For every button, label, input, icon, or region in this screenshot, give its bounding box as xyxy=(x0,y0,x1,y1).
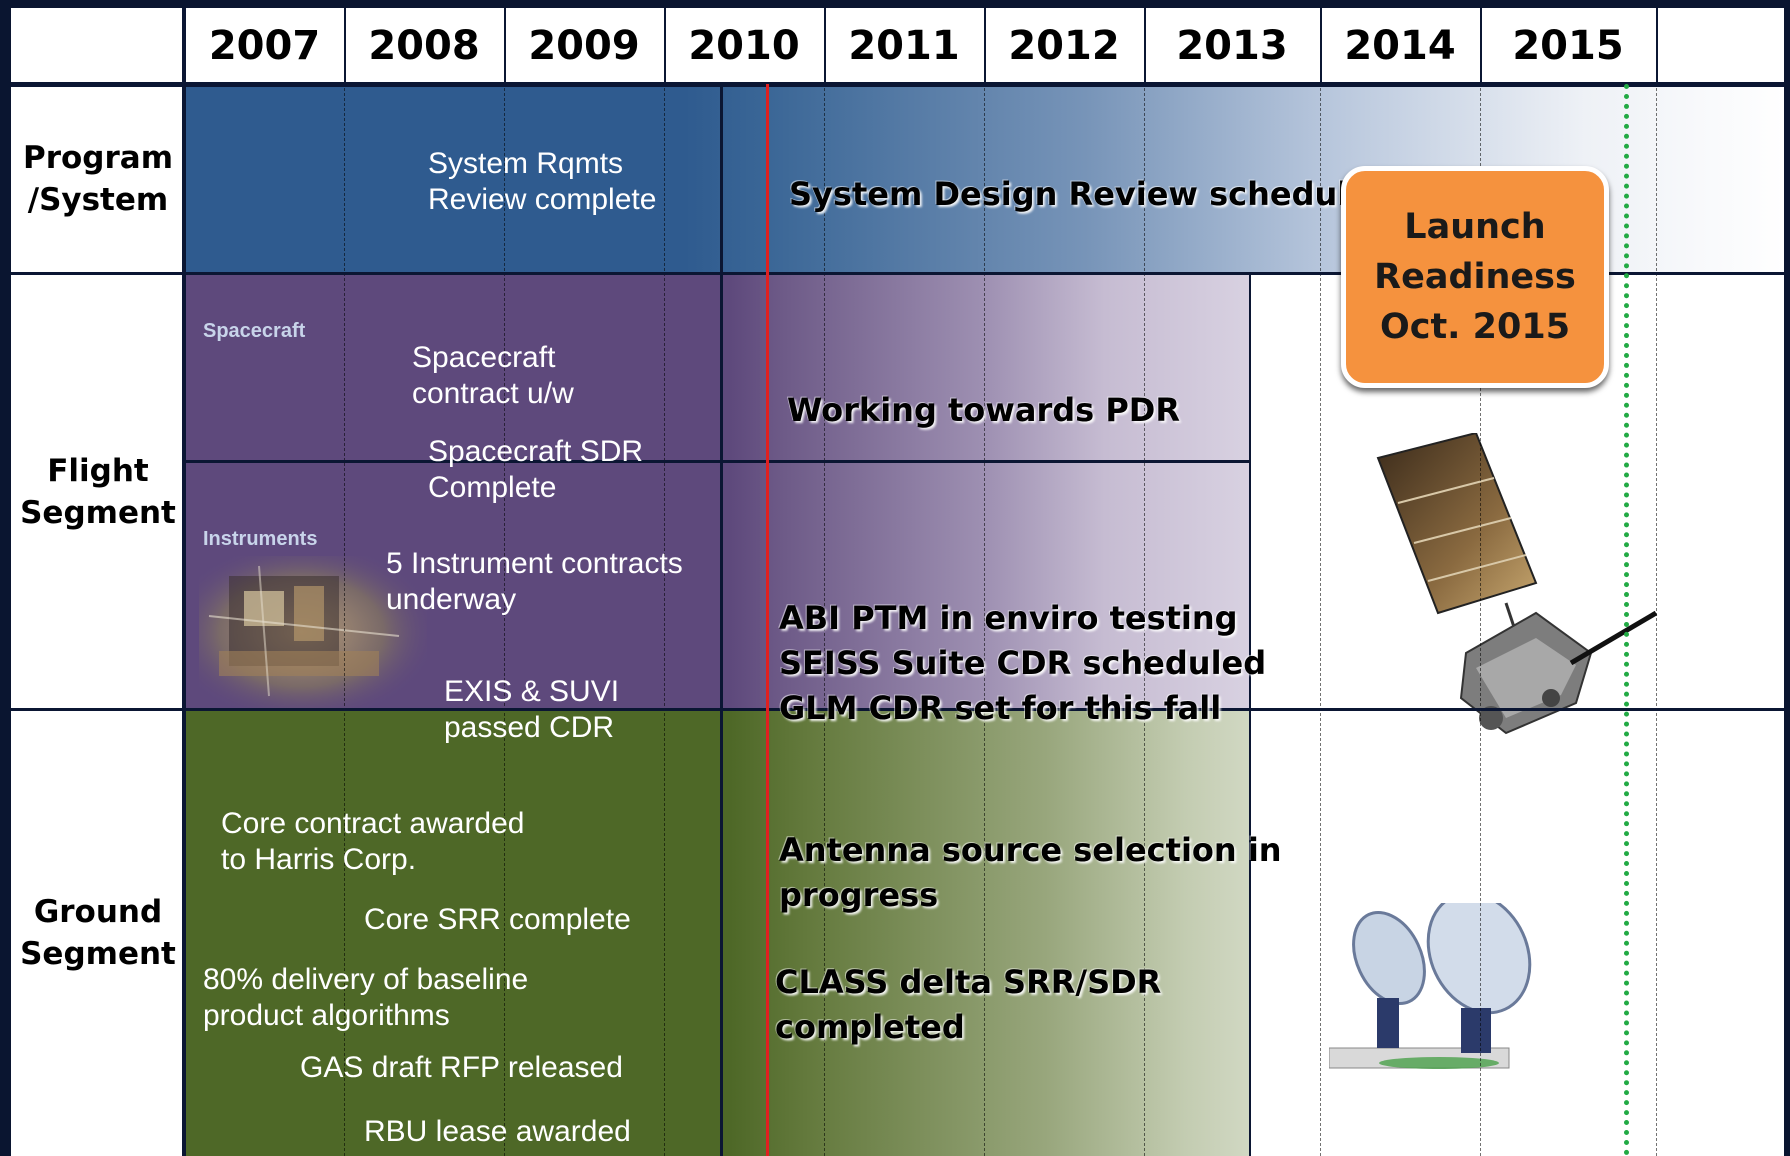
year-2010: 2010 xyxy=(688,22,800,69)
year-2014: 2014 xyxy=(1344,22,1456,69)
year-2011: 2011 xyxy=(848,22,960,69)
gridline xyxy=(824,83,825,1156)
row-label-program: Program /System xyxy=(22,140,173,218)
divider xyxy=(504,8,506,83)
current-date-marker xyxy=(766,84,769,1156)
antenna-icon xyxy=(1329,903,1532,1069)
year-2012: 2012 xyxy=(1008,22,1120,69)
spacecraft-note-sdr: Spacecraft SDR Complete xyxy=(428,435,644,504)
ground-status-class: CLASS delta SRR/SDR completed xyxy=(775,963,1162,1046)
gridline xyxy=(504,83,505,1156)
gridline xyxy=(1656,83,1657,1156)
divider xyxy=(11,708,1784,711)
row-label-ground: Ground Segment xyxy=(20,894,176,972)
timeline-chart: 2007 2008 2009 2010 2011 2012 2013 2014 … xyxy=(11,8,1784,1156)
gridline xyxy=(664,83,665,1156)
satellite-icon xyxy=(1376,433,1658,735)
divider xyxy=(824,8,826,83)
instrument-photo xyxy=(199,556,427,708)
ground-note-core-contract: Core contract awarded to Harris Corp. xyxy=(221,807,525,876)
divider xyxy=(11,82,1784,87)
ground-band xyxy=(185,710,1250,1156)
divider xyxy=(11,272,1784,275)
gridline xyxy=(344,83,345,1156)
divider xyxy=(1656,8,1658,83)
year-2007: 2007 xyxy=(208,22,321,69)
divider xyxy=(1144,8,1146,83)
launch-date-marker xyxy=(1624,84,1629,1156)
instruments-status: ABI PTM in enviro testing SEISS Suite CD… xyxy=(779,599,1267,727)
divider xyxy=(720,84,723,1156)
ground-note-core-srr: Core SRR complete xyxy=(364,903,631,936)
divider xyxy=(182,8,186,1156)
divider xyxy=(1320,8,1322,83)
divider xyxy=(344,8,346,83)
divider xyxy=(664,8,666,83)
ground-status-antenna: Antenna source selection in progress xyxy=(779,831,1282,914)
year-2013: 2013 xyxy=(1176,22,1288,69)
gridline xyxy=(1320,83,1321,1156)
gridline xyxy=(984,83,985,1156)
spacecraft-note-contract: Spacecraft contract u/w xyxy=(412,341,574,410)
row-label-flight: Flight Segment xyxy=(20,453,176,531)
gridline xyxy=(1480,83,1481,1156)
spacecraft-heading: Spacecraft xyxy=(203,320,306,342)
instruments-note-contracts: 5 Instrument contracts underway xyxy=(386,547,683,616)
program-note: System Rqmts Review complete xyxy=(428,147,657,216)
year-2009: 2009 xyxy=(528,22,640,69)
ground-note-rbu: RBU lease awarded xyxy=(364,1115,631,1148)
spacecraft-band xyxy=(185,274,1250,462)
divider xyxy=(984,8,986,83)
gridline xyxy=(1144,83,1145,1156)
spacecraft-status: Working towards PDR xyxy=(787,391,1180,429)
instruments-note-cdr: EXIS & SUVI passed CDR xyxy=(444,675,620,744)
program-status: System Design Review scheduled xyxy=(789,175,1393,213)
ground-note-algorithms: 80% delivery of baseline product algorit… xyxy=(203,963,529,1032)
year-2008: 2008 xyxy=(368,22,480,69)
instruments-heading: Instruments xyxy=(203,528,318,550)
divider xyxy=(1249,274,1251,1156)
divider xyxy=(1480,8,1482,83)
year-2015: 2015 xyxy=(1512,22,1624,69)
launch-readiness-text: Launch Readiness Oct. 2015 xyxy=(1374,207,1576,347)
divider xyxy=(185,460,1251,463)
launch-readiness-callout: Launch Readiness Oct. 2015 xyxy=(1341,166,1609,388)
ground-note-gas-rfp: GAS draft RFP released xyxy=(300,1051,623,1084)
